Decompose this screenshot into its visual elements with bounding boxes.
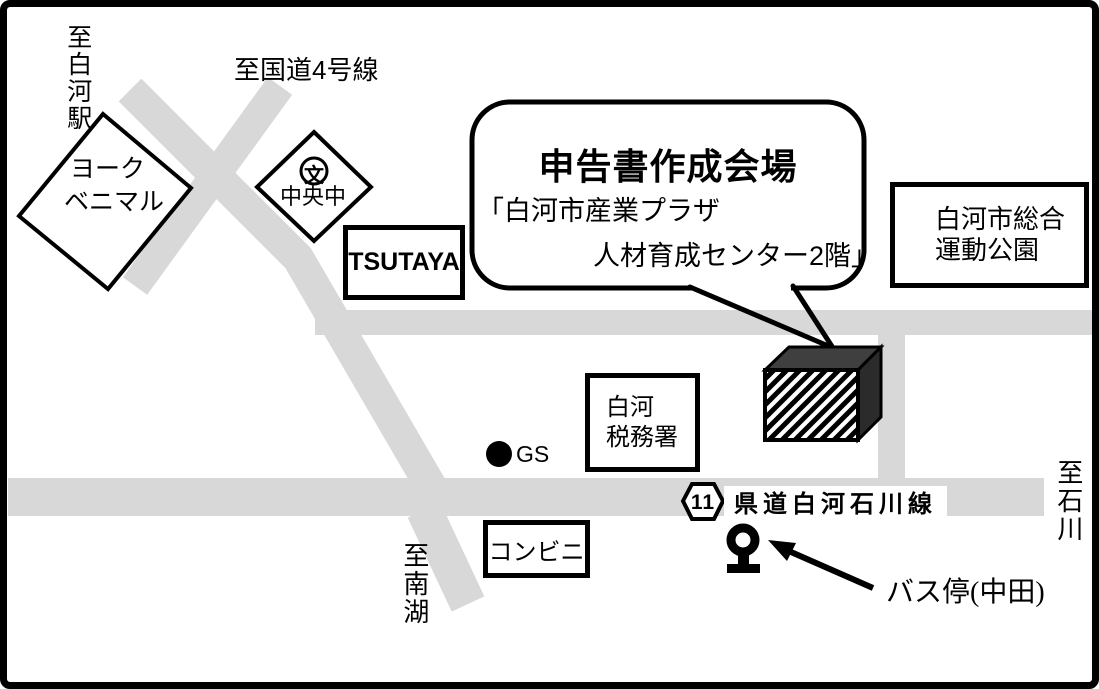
label-to-nanko: 至南湖: [399, 542, 430, 626]
york-benimaru-label-line1: ヨーク: [70, 155, 146, 183]
road-name-label: 県道白河石川線: [724, 486, 947, 518]
label-to-route4: 至国道4号線: [234, 55, 379, 85]
sports-park-box: 白河市総合 運動公園: [890, 182, 1089, 288]
convenience-store-box: コンビニ: [483, 520, 590, 578]
sports-park-label-line1: 白河市総合: [935, 204, 1066, 234]
tax-office-box: 白河 税務署: [585, 373, 700, 472]
venue-name-line1: 「白河市産業プラザ: [477, 196, 720, 226]
convenience-store-label: コンビニ: [488, 538, 585, 566]
route-shield-hexagon: [680, 482, 726, 521]
york-benimaru-diamond: [16, 111, 194, 292]
road-upper-horizontal: [315, 310, 1092, 335]
tax-office-label-line2: 税務署: [606, 423, 678, 451]
sports-park-label-line2: 運動公園: [935, 235, 1040, 265]
pointer-arrow-icon: [768, 540, 875, 591]
school-symbol-text: 文: [304, 165, 324, 187]
chuo-school-label: 中央中: [280, 184, 347, 209]
road-to-station-diagonal: [118, 78, 454, 511]
venue-title: 申告書作成会場: [538, 146, 798, 187]
bus-stop-icon: [726, 523, 760, 573]
tsutaya-label: TSUTAYA: [348, 248, 460, 276]
chuo-school-diamond: [254, 129, 374, 244]
school-symbol-icon: [299, 156, 329, 186]
bus-stop-label: バス停(中田): [886, 577, 1045, 608]
gs-label: GS: [516, 441, 550, 467]
route-number: 11: [690, 491, 716, 514]
road-to-nanko-diagonal: [407, 502, 485, 612]
speech-bubble: [469, 99, 867, 351]
label-to-shirakawa-station: 至白河駅: [63, 24, 92, 132]
york-benimaru-label-line2: ベニマル: [64, 188, 165, 216]
gs-dot-icon: [486, 441, 512, 467]
road-to-route4-diagonal: [122, 77, 293, 295]
tax-office-label-line1: 白河: [606, 393, 654, 421]
label-to-ishikawa: 至石川: [1053, 459, 1083, 543]
tsutaya-box: TSUTAYA: [343, 225, 465, 300]
speech-bubble-tail: [687, 283, 836, 351]
venue-name-line2: 人材育成センター2階」: [593, 241, 879, 271]
venue-building: [761, 343, 885, 444]
